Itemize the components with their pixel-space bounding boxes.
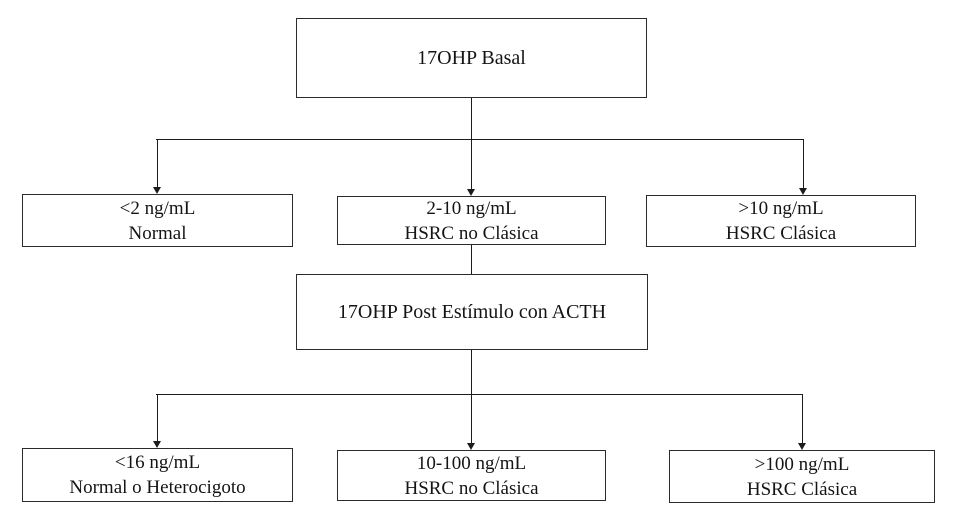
acth-branch-hsrc-no-clasica: 10-100 ng/mL HSRC no Clásica xyxy=(337,450,606,501)
basal-branch-normal: <2 ng/mL Normal xyxy=(22,194,293,247)
connector-acth-right-vline xyxy=(801,393,803,444)
branch-label: HSRC Clásica xyxy=(725,223,837,244)
basal-branch-hsrc-no-clasica: 2-10 ng/mL HSRC no Clásica xyxy=(337,196,606,245)
basal-box-title: 17OHP Basal xyxy=(417,46,526,69)
connector-basal-hline xyxy=(156,138,804,140)
branch-value: 10-100 ng/mL xyxy=(416,452,527,474)
arrow-down-icon xyxy=(152,187,161,194)
branch-value: <16 ng/mL xyxy=(114,452,201,473)
acth-box-title: 17OHP Post Estímulo con ACTH xyxy=(337,300,607,323)
arrow-down-icon xyxy=(466,443,475,450)
connector-branch-to-acth-vline xyxy=(470,245,472,274)
arrow-down-icon xyxy=(797,443,806,450)
connector-acth-left-vline xyxy=(156,393,158,442)
branch-label: Normal o Heterocigoto xyxy=(69,477,246,498)
arrow-down-icon xyxy=(152,441,161,448)
basal-branch-hsrc-clasica: >10 ng/mL HSRC Clásica xyxy=(646,195,916,247)
branch-value: 2-10 ng/mL xyxy=(426,197,517,219)
acth-branch-hsrc-clasica: >100 ng/mL HSRC Clásica xyxy=(669,450,935,503)
branch-label: HSRC no Clásica xyxy=(404,477,539,499)
basal-box: 17OHP Basal xyxy=(296,18,647,98)
acth-branch-normal-heterocigoto: <16 ng/mL Normal o Heterocigoto xyxy=(22,448,293,502)
branch-value: <2 ng/mL xyxy=(119,197,196,219)
branch-label: HSRC Clásica xyxy=(746,478,858,500)
arrow-down-icon xyxy=(798,188,807,195)
branch-label: HSRC no Clásica xyxy=(404,222,539,244)
arrow-down-icon xyxy=(466,189,475,196)
connector-acth-center-vline xyxy=(470,350,472,443)
branch-value: >100 ng/mL xyxy=(754,453,850,475)
branch-label: Normal xyxy=(128,222,187,244)
connector-basal-left-vline xyxy=(156,138,158,188)
connector-basal-center-vline xyxy=(470,98,472,189)
connector-basal-right-vline xyxy=(802,138,804,189)
branch-value: >10 ng/mL xyxy=(738,198,824,219)
connector-acth-hline xyxy=(156,393,803,395)
acth-box: 17OHP Post Estímulo con ACTH xyxy=(296,274,648,350)
